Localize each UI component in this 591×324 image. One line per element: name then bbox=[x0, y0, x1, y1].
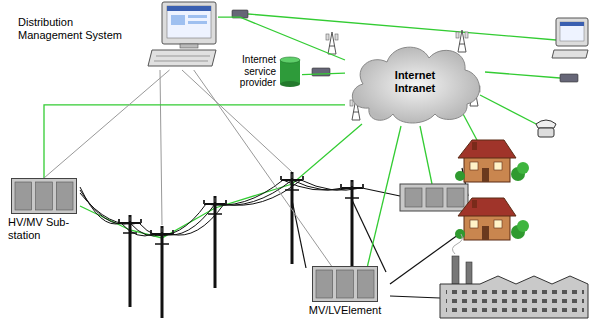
network-link bbox=[44, 70, 170, 178]
station-box bbox=[8, 178, 80, 214]
dms-computer bbox=[148, 2, 248, 66]
isp-database bbox=[280, 57, 330, 87]
node-label: MV/LVElement bbox=[300, 304, 390, 317]
power-wire bbox=[80, 180, 361, 236]
telephone bbox=[536, 120, 556, 137]
house bbox=[455, 198, 529, 240]
node-label: Internet Intranet bbox=[383, 69, 447, 94]
remote-computer bbox=[552, 18, 588, 82]
internet-cloud: Internet Intranet bbox=[345, 38, 485, 126]
power-wire bbox=[80, 180, 352, 236]
network-link bbox=[368, 126, 402, 266]
network-link bbox=[194, 70, 332, 266]
station-box bbox=[300, 266, 390, 302]
mvlv-element-box: MV/LVElement bbox=[300, 266, 390, 317]
feeder-line bbox=[292, 168, 468, 298]
substation-box: HV/MV Sub-station bbox=[8, 178, 80, 241]
distribution-box bbox=[400, 184, 468, 211]
factory bbox=[440, 234, 588, 318]
network-link bbox=[218, 17, 345, 60]
node-label: Distribution Management System bbox=[18, 16, 140, 41]
power-pole bbox=[118, 172, 364, 318]
cloud-outline bbox=[352, 47, 479, 123]
isp-server: Internet service provider bbox=[212, 52, 302, 93]
dms-station: Distribution Management System bbox=[16, 4, 218, 70]
network-link bbox=[44, 105, 345, 178]
network-link bbox=[302, 73, 345, 74]
node-label: Internet service provider bbox=[212, 54, 276, 89]
house bbox=[455, 140, 529, 182]
node-label: HV/MV Sub-station bbox=[8, 216, 80, 241]
power-wire bbox=[80, 180, 361, 236]
